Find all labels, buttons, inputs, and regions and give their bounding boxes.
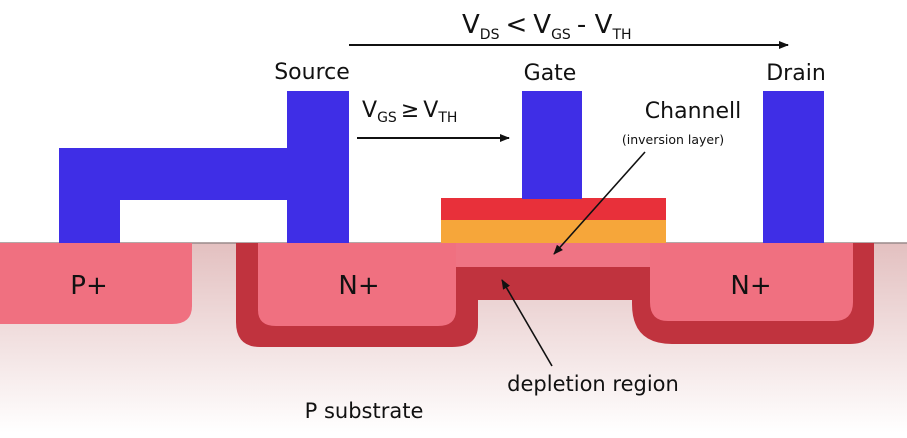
source-contact xyxy=(287,91,349,243)
n-plus-right-label: N+ xyxy=(730,271,771,301)
n-plus-left-region xyxy=(258,243,456,326)
vgs-condition-label: VGS≥VTH xyxy=(362,98,457,126)
gate-label: Gate xyxy=(524,61,577,86)
drain-contact xyxy=(763,91,824,243)
vds-condition-label: VDS<VGS-VTH xyxy=(462,10,632,43)
p-plus-region xyxy=(0,243,192,324)
gate-electrode-layer xyxy=(441,198,666,220)
channel-inversion-layer xyxy=(456,243,650,267)
gate-oxide xyxy=(441,219,666,243)
depletion-pointer-arrow xyxy=(501,279,553,367)
depletion-region-label: depletion region xyxy=(507,372,679,396)
channel-label: Channell xyxy=(645,99,741,124)
p-plus-label: P+ xyxy=(70,271,107,301)
source-label: Source xyxy=(274,60,350,85)
drain-label: Drain xyxy=(766,61,826,86)
n-plus-right-region xyxy=(650,243,853,321)
channel-pointer-arrow xyxy=(553,151,646,255)
gate-contact xyxy=(522,91,582,199)
n-plus-left-label: N+ xyxy=(338,271,379,301)
p-substrate-label: P substrate xyxy=(305,399,424,423)
channel-sublabel: (inversion layer) xyxy=(622,132,724,147)
